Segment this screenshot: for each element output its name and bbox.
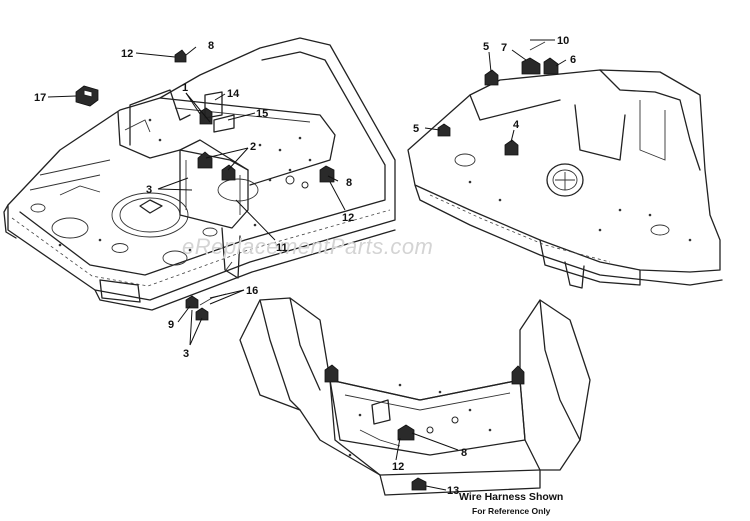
- rear-fender-assembly: [407, 41, 723, 289]
- callout-17: 17: [34, 92, 46, 104]
- callout-7: 7: [501, 42, 507, 54]
- callouts: 17 12 8 1 14 15 2 3 8 12 11 16 9 3 5 7 1…: [34, 35, 576, 497]
- callout-5: 5: [483, 41, 489, 53]
- watermark-text: eReplacementParts.com: [182, 234, 433, 259]
- leader-lines: [47, 39, 567, 491]
- callout-4: 4: [513, 119, 520, 131]
- callout-3: 3: [183, 348, 189, 360]
- callout-6: 6: [570, 54, 576, 66]
- callout-12: 12: [342, 212, 354, 224]
- callout-8: 8: [346, 177, 352, 189]
- callout-2: 2: [250, 141, 256, 153]
- underside-assembly: [239, 297, 591, 496]
- callout-10: 10: [557, 35, 569, 47]
- callout-11: 11: [276, 242, 288, 254]
- callout-8: 8: [208, 40, 214, 52]
- callout-16: 16: [246, 285, 258, 297]
- callout-5: 5: [413, 123, 419, 135]
- callout-3: 3: [146, 184, 152, 196]
- callout-8: 8: [461, 447, 467, 459]
- callout-13: 13: [447, 485, 459, 497]
- callout-14: 14: [227, 88, 240, 100]
- callout-12: 12: [121, 48, 133, 60]
- wire-harness-note: Wire Harness Shown: [459, 491, 563, 503]
- callout-12: 12: [392, 461, 404, 473]
- callout-9: 9: [168, 319, 174, 331]
- frame-assembly: [3, 37, 396, 321]
- reference-only-note: For Reference Only: [472, 506, 551, 516]
- callout-15: 15: [256, 108, 268, 120]
- callout-1: 1: [182, 82, 188, 94]
